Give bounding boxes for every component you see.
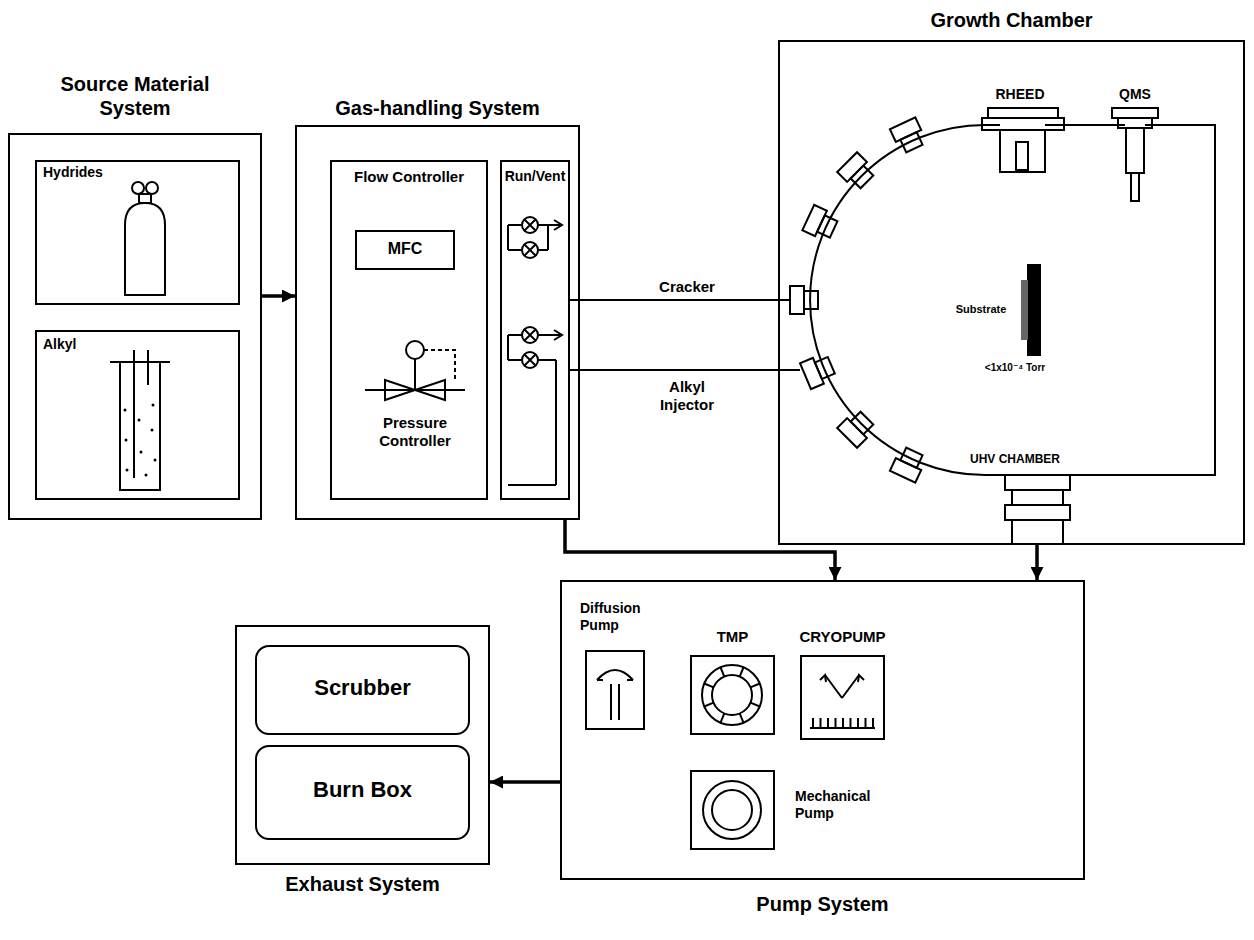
port: [890, 117, 927, 154]
node-title: CRYOPUMP: [780, 628, 905, 646]
node-title: Scrubber: [257, 675, 468, 701]
connector: [262, 294, 295, 298]
source-material-system: HydridesAlkylSource Material System: [8, 133, 262, 520]
port: [837, 152, 877, 192]
node-title: Growth Chamber: [778, 8, 1245, 32]
connector: [490, 780, 560, 784]
node-title: MFC: [357, 239, 453, 258]
port: [890, 445, 927, 482]
substrate-label: Substrate: [945, 303, 1017, 316]
hydride-box: Hydrides: [35, 160, 240, 305]
diffusion-pump: Diffusion Pump: [585, 650, 645, 730]
node-title: TMP: [690, 628, 775, 646]
edge-label: Alkyl Injector: [640, 378, 734, 414]
pump-system: Diffusion PumpTMPCRYOPUMPMechanical Pump…: [560, 580, 1085, 880]
node-title: Exhaust System: [235, 872, 490, 896]
alkyl-box: Alkyl: [35, 330, 240, 500]
edge-label: Cracker: [640, 278, 734, 296]
rheed-label: RHEED: [975, 86, 1065, 103]
source-ports: [790, 117, 927, 482]
pump-flange: [1005, 475, 1070, 545]
connector: [565, 520, 835, 580]
mfc-box: MFC: [355, 230, 455, 270]
growth-chamber: Growth Chamber: [778, 40, 1245, 545]
diffusion-pump-symbol: [597, 670, 633, 720]
substrate-holder: [1021, 265, 1040, 355]
node-title: Alkyl: [43, 336, 123, 353]
flow-controller: MFC Flow ControllerPressure Controller: [330, 160, 488, 500]
node-title: Flow Controller: [332, 168, 486, 186]
scrubber-box: Scrubber: [255, 645, 470, 735]
node-title: Diffusion Pump: [580, 600, 665, 634]
alkyl-bubbler: [110, 350, 170, 490]
node-title: Mechanical Pump: [795, 788, 890, 822]
run-vent-valves: [508, 217, 562, 485]
rheed-gun: [982, 108, 1064, 172]
node-title: Burn Box: [257, 777, 468, 803]
pressure-controller-symbol: [365, 341, 465, 400]
port: [802, 205, 839, 242]
port: [837, 408, 877, 448]
gas-handling-system: MFC Flow ControllerPressure Controller Run…: [295, 125, 580, 520]
cryopump-box: CRYOPUMP: [800, 655, 885, 740]
node-title: Source Material System: [35, 72, 235, 120]
mechanical-pump: Mechanical Pump: [690, 770, 775, 850]
cryopump-symbol: [810, 675, 875, 728]
qms-label: QMS: [1100, 86, 1170, 103]
run-vent-box: Run/Vent: [500, 160, 570, 500]
port: [800, 352, 837, 389]
tmp-box: TMP: [690, 655, 775, 735]
port: [790, 286, 818, 314]
node-title: Run/Vent: [502, 168, 568, 185]
connector: [570, 299, 778, 301]
turbo-pump-symbol: [702, 665, 762, 725]
node-title: Gas-handling System: [295, 96, 580, 120]
exhaust-system: ScrubberBurn BoxExhaust System: [235, 625, 490, 865]
uhv-chamber: [778, 125, 1215, 475]
gas-cylinder: [125, 182, 165, 295]
node-title: Pump System: [560, 892, 1085, 916]
connector: [1035, 545, 1039, 580]
chamber-label: UHV CHAMBER: [940, 452, 1090, 466]
node-text: Pressure Controller: [355, 414, 475, 450]
qms-head: [1112, 108, 1158, 201]
pressure-label: <1x10⁻⁴ Torr: [955, 362, 1075, 374]
burn-box: Burn Box: [255, 745, 470, 840]
connector: [570, 369, 778, 371]
node-title: Hydrides: [43, 164, 123, 181]
mechanical-pump-symbol: [703, 781, 761, 839]
